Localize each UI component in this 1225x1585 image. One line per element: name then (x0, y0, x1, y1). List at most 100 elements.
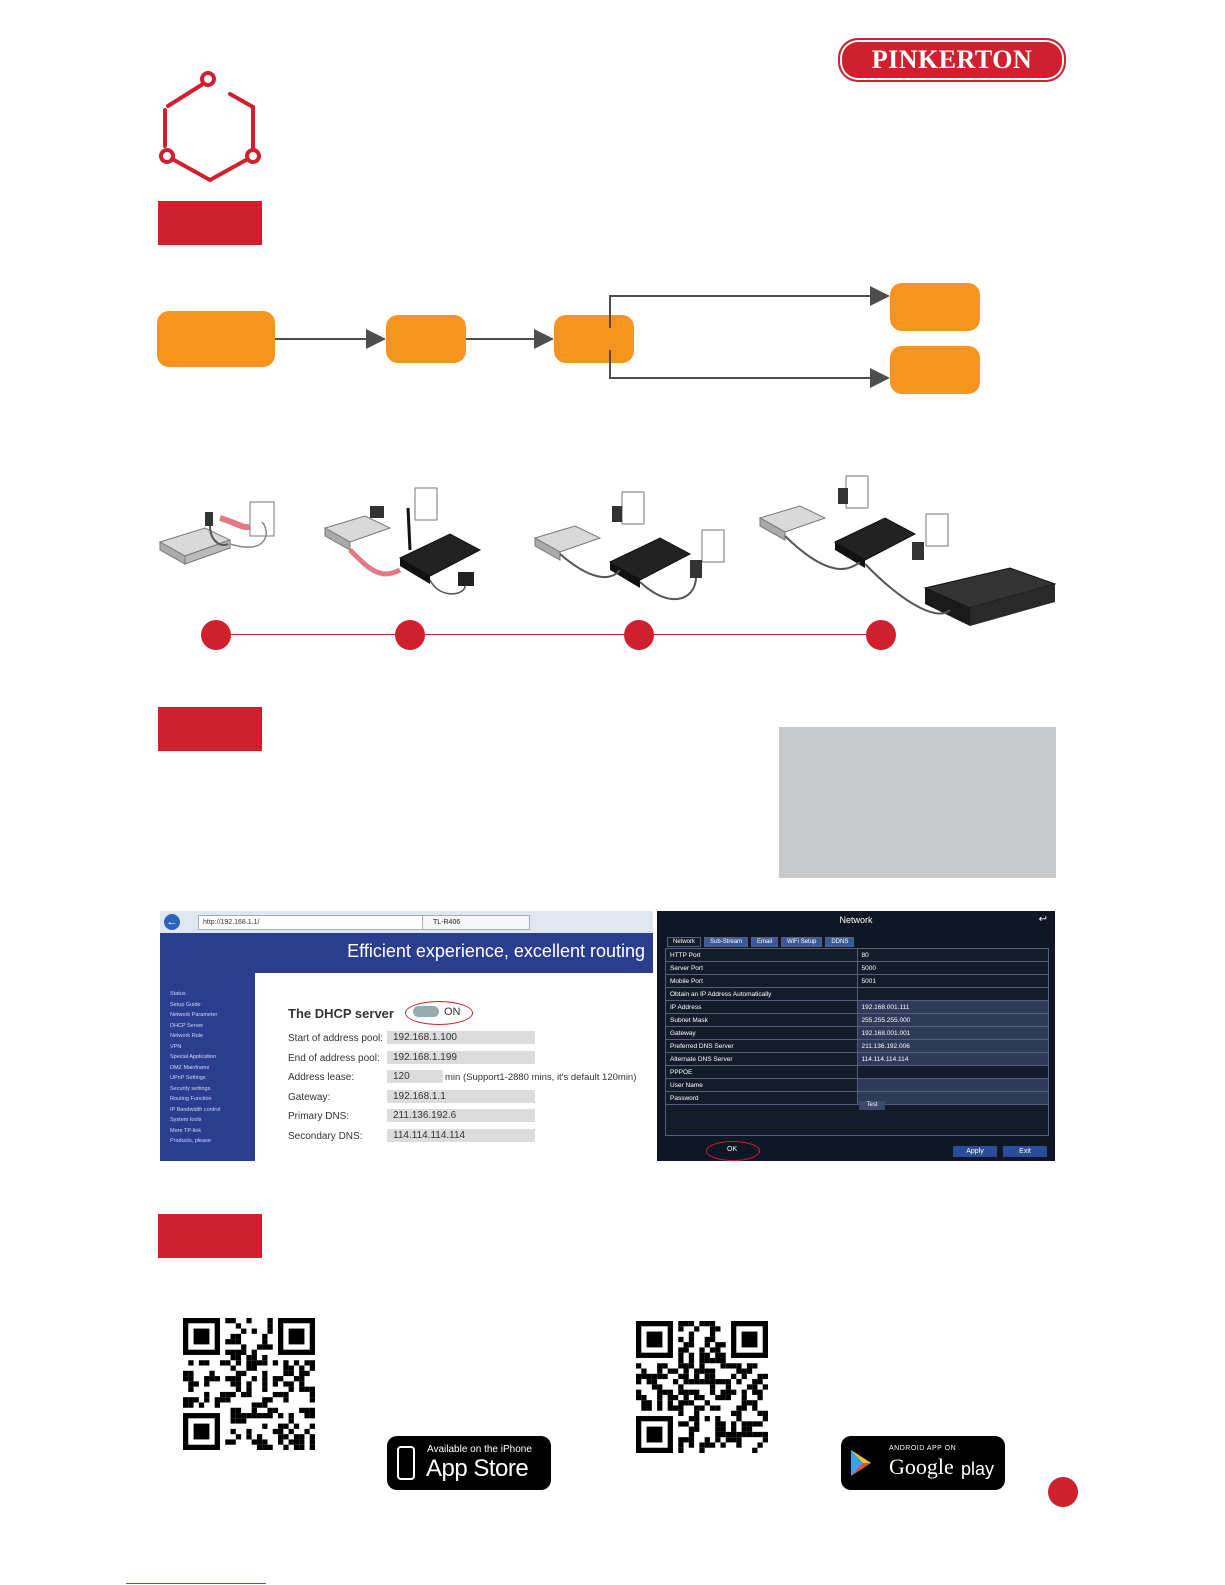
nvr-row-label: Alternate DNS Server (666, 1052, 857, 1066)
nvr-row-value[interactable]: 114.114.114.114 (856, 1052, 1048, 1066)
address-bar[interactable]: http://192.168.1.1/ (198, 915, 424, 930)
nvr-row-value[interactable]: 255.255.255.000 (856, 1013, 1048, 1027)
nvr-row-value[interactable]: 5000 (856, 961, 1048, 975)
nvr-tab[interactable]: Email (751, 937, 779, 947)
dhcp-field-input[interactable]: 192.168.1.100 (387, 1031, 535, 1044)
flow-box-router (386, 315, 466, 363)
dhcp-field-input[interactable]: 114.114.114.114 (387, 1128, 535, 1142)
nvr-row: Password (666, 1091, 1048, 1105)
router-nav-item[interactable]: System tools (170, 1117, 202, 1123)
nvr-row-value[interactable]: 192.168.001.001 (856, 1026, 1048, 1040)
dhcp-field-suffix: min (Support1-2880 mins, it's default 12… (445, 1072, 637, 1083)
test-button[interactable]: Test (859, 1101, 885, 1110)
dhcp-field-label: Secondary DNS: (288, 1130, 363, 1142)
apply-button[interactable]: Apply (953, 1146, 997, 1157)
router-banner: Efficient experience, excellent routing (255, 933, 653, 973)
flow-arrow-4 (609, 350, 890, 388)
page-number-dot (1048, 1477, 1078, 1507)
dhcp-field-input[interactable]: 192.168.1.199 (387, 1050, 535, 1064)
router-nav-item[interactable]: Products, please (170, 1138, 211, 1144)
google-play-line2: Google (889, 1454, 954, 1479)
nvr-row: PPPOE (666, 1065, 1048, 1079)
nvr-tab[interactable]: Sub-Stream (704, 937, 749, 947)
flow-arrows (275, 286, 890, 388)
dhcp-field-label: Primary DNS: (288, 1111, 350, 1122)
google-play-badge[interactable]: ANDROID APP ON Google play (841, 1436, 1005, 1490)
footer-link-underline (126, 1583, 266, 1584)
back-arrow-icon[interactable]: ↩ (1038, 914, 1047, 925)
router-nav-item[interactable]: DMZ Mainframe (170, 1064, 210, 1071)
router-nav-item[interactable]: Routing Function (170, 1096, 212, 1102)
nvr-row-label: Obtain an IP Address Automatically (666, 987, 857, 1001)
nvr-row-label: Gateway (666, 1026, 857, 1040)
dhcp-server-label: The DHCP server (288, 1006, 394, 1021)
dhcp-toggle[interactable] (413, 1006, 439, 1017)
nvr-row-label: Server Port (666, 961, 857, 975)
ios-qr-code[interactable] (183, 1318, 315, 1450)
back-icon[interactable]: ← (164, 914, 180, 930)
app-store-badge[interactable]: Available on the iPhone App Store (387, 1436, 551, 1490)
dhcp-field-input[interactable]: 192.168.1.1 (387, 1089, 535, 1103)
nvr-row-label: Password (666, 1091, 857, 1105)
illustration-step-1 (158, 501, 275, 565)
connection-illustrations (158, 475, 1057, 626)
router-nav-item[interactable]: Network Rule (170, 1033, 204, 1039)
nvr-row-value[interactable]: 5001 (856, 974, 1048, 988)
dhcp-field-input[interactable]: 211.136.192.6 (387, 1109, 535, 1122)
nvr-row-value[interactable]: 211.136.192.006 (856, 1039, 1048, 1053)
flow-box-pc (890, 346, 980, 394)
nvr-row-label: Subnet Mask (666, 1013, 857, 1027)
nvr-row-value[interactable]: 80 (856, 949, 1048, 962)
router-nav-item[interactable]: UPnP Settings (170, 1075, 206, 1081)
dhcp-field-label: Address lease: (288, 1072, 355, 1083)
dhcp-field-input[interactable]: 120 (387, 1070, 443, 1083)
nvr-row-value[interactable] (856, 987, 1048, 1001)
router-nav-item[interactable]: Setup Guide (170, 1001, 201, 1008)
router-nav-item[interactable]: VPN (170, 1043, 182, 1050)
nvr-row: User Name (666, 1078, 1048, 1092)
illustration-step-4 (758, 475, 1057, 626)
illustration-step-2 (323, 487, 482, 595)
dhcp-field-label: End of address pool: (288, 1052, 380, 1064)
nvr-tab[interactable]: DDNS (825, 937, 855, 947)
router-nav-item[interactable]: IP Bandwidth control (170, 1106, 221, 1113)
router-nav-item[interactable]: DHCP Server (170, 1022, 204, 1029)
browser-tab[interactable]: TL-R406 (422, 915, 530, 930)
router-nav-item[interactable]: Status (170, 991, 186, 997)
dhcp-toggle-label: ON (444, 1006, 461, 1018)
browser-bar: ← http://192.168.1.1/ TL-R406 (160, 911, 653, 934)
illustration-step-3 (533, 491, 725, 601)
step-dot-4 (866, 620, 896, 650)
nvr-row-value[interactable] (856, 1091, 1048, 1105)
router-nav-item[interactable]: More TP-link (170, 1127, 202, 1134)
android-qr-code[interactable] (636, 1321, 768, 1453)
nvr-row-value[interactable] (856, 1078, 1048, 1092)
router-nav-item[interactable]: Special Application (170, 1054, 217, 1060)
flow-arrow-3 (609, 286, 890, 328)
exit-button[interactable]: Exit (1003, 1146, 1047, 1157)
section-marker-1 (158, 201, 262, 245)
step-dot-2 (395, 620, 425, 650)
nvr-row-value[interactable]: 192.168.001.111 (856, 1000, 1048, 1014)
router-nav-item[interactable]: Network Parameter (170, 1012, 218, 1018)
nvr-row-label: Preferred DNS Server (666, 1039, 857, 1053)
app-store-line1: Available on the iPhone (427, 1444, 532, 1455)
flow-box-switch (554, 315, 634, 363)
router-banner-text: Efficient experience, excellent routing (347, 941, 645, 961)
ok-button[interactable]: OK (727, 1146, 738, 1153)
nvr-tab[interactable]: Network (667, 937, 702, 947)
nvr-tab[interactable]: WiFi Setup (781, 937, 823, 947)
router-nav-item[interactable]: Security settings (170, 1085, 211, 1092)
dhcp-field-label: Start of address pool: (288, 1033, 384, 1044)
dhcp-field-label: Gateway: (288, 1091, 331, 1103)
nvr-row-value[interactable] (856, 1065, 1048, 1079)
